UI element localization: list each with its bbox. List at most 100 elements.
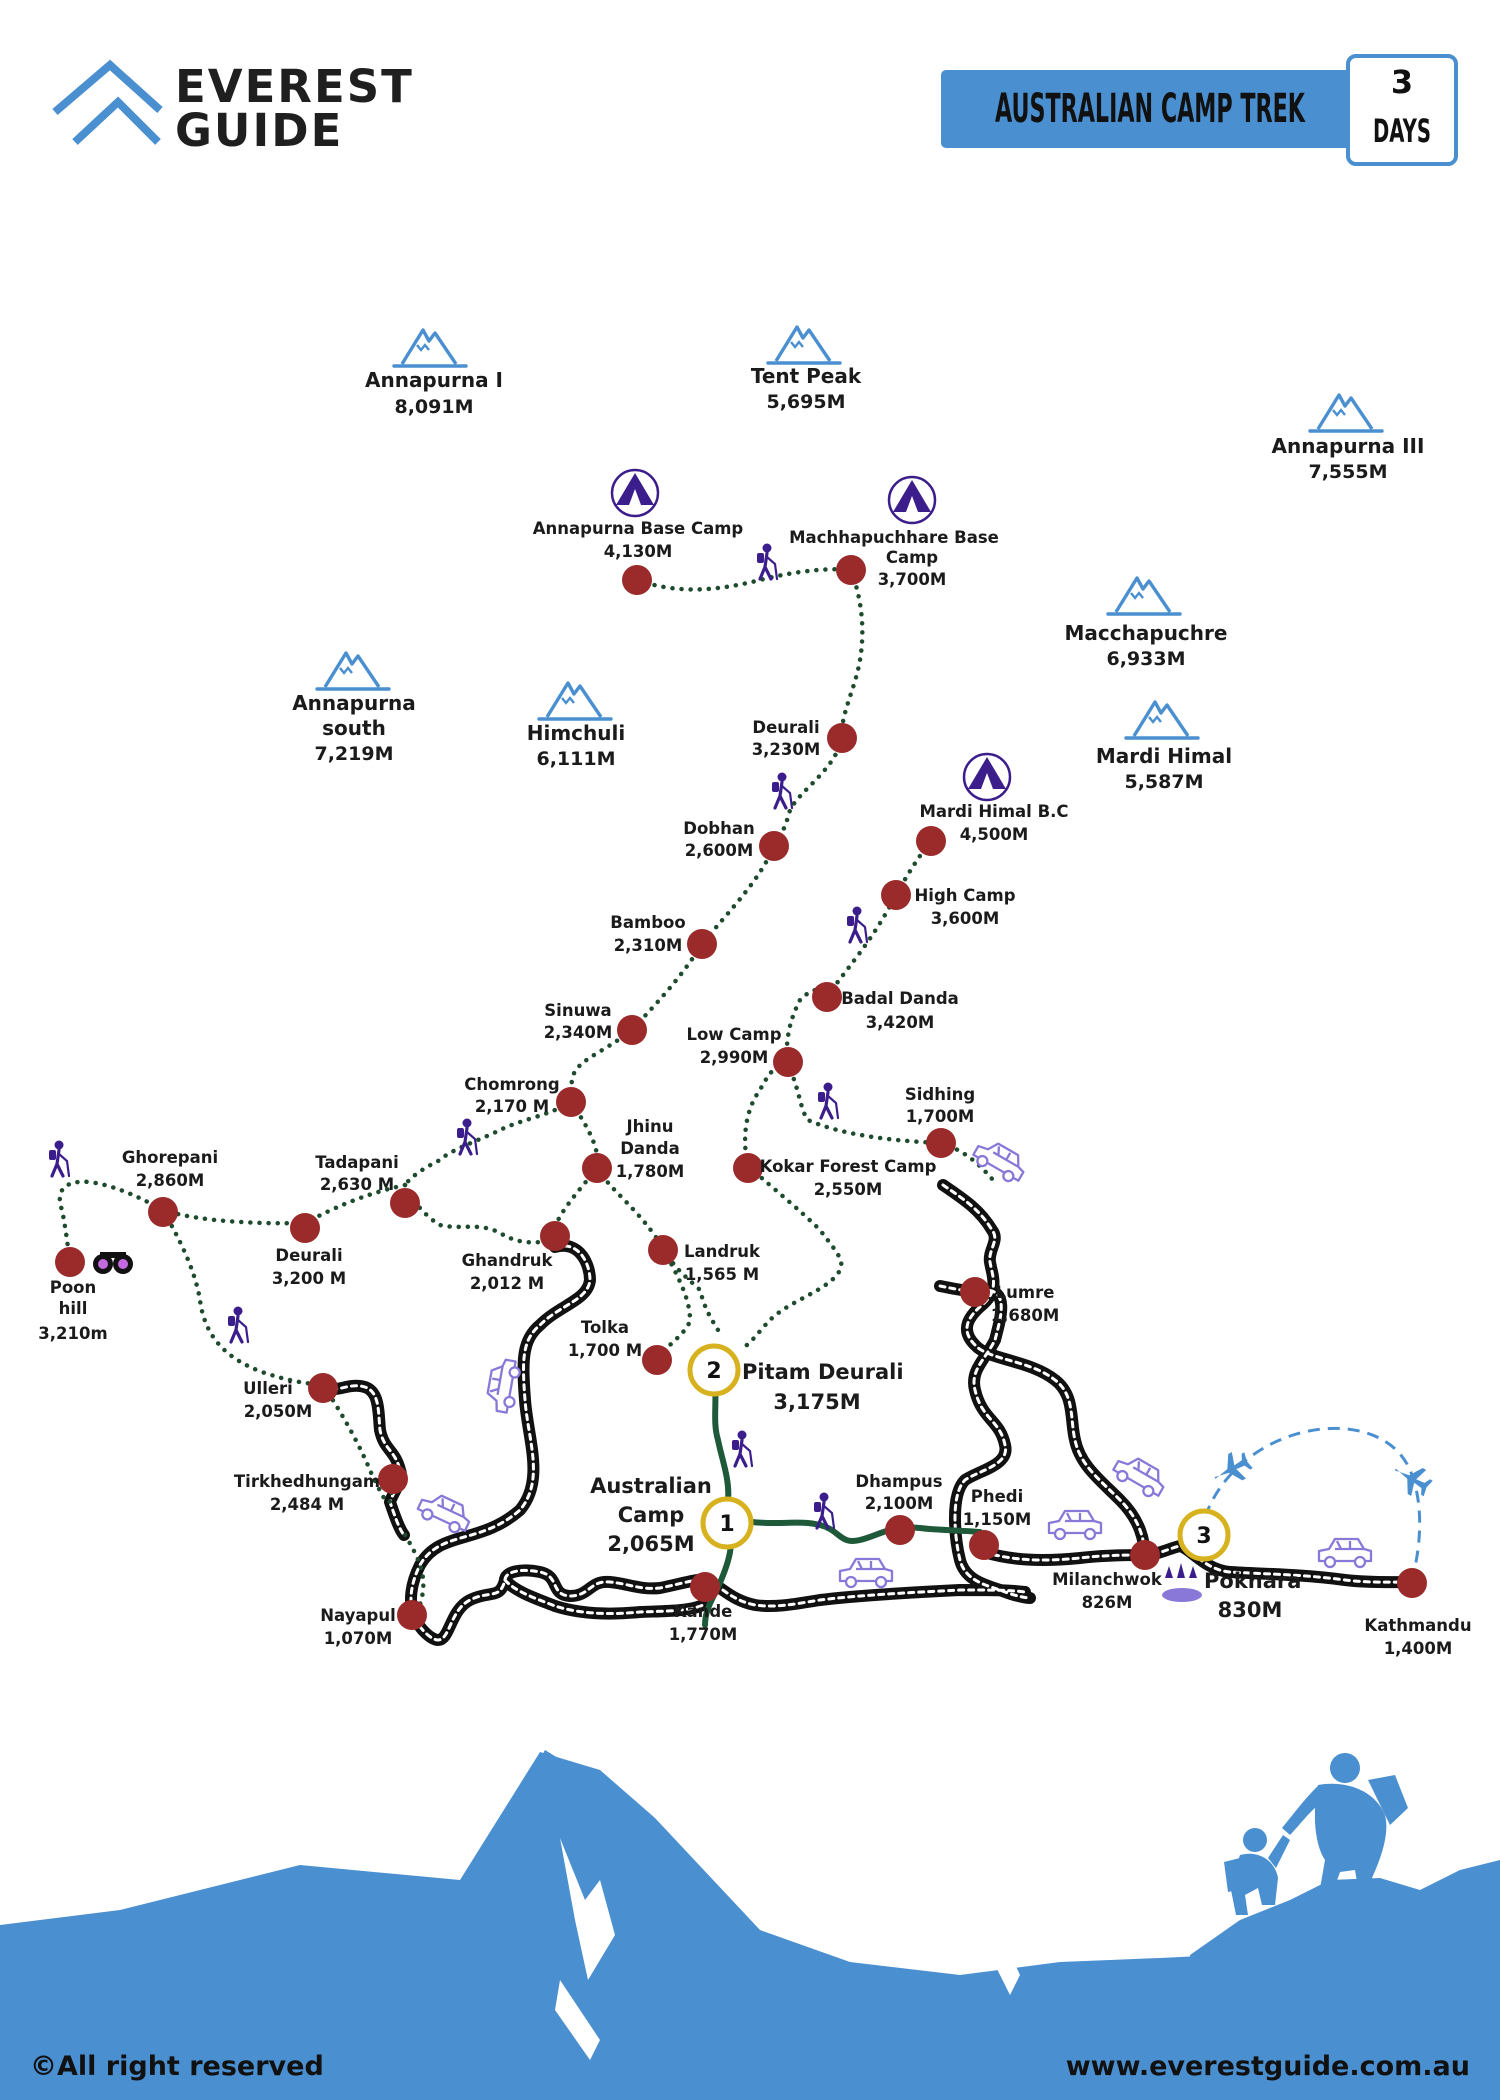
peak-icon	[392, 328, 468, 368]
tent-icon	[887, 475, 937, 525]
label-elevation: 1,565 M	[685, 1265, 759, 1284]
peak-elevation: 7,555M	[1308, 461, 1387, 483]
peak-icon	[1308, 393, 1384, 433]
label-elevation: 2,170 M	[475, 1097, 549, 1116]
node-mbc[interactable]	[836, 555, 866, 585]
label-elevation: 2,990M	[700, 1048, 769, 1067]
peak-name: Macchapuchre	[1065, 621, 1228, 645]
tent-icon	[610, 468, 660, 518]
website-link[interactable]: www.everestguide.com.au	[1066, 2051, 1470, 2082]
label-name: Ulleri	[243, 1379, 293, 1398]
plane-icon	[1207, 1446, 1256, 1492]
peak-tent-peak: Tent Peak 5,695M	[751, 325, 862, 413]
peak-elevation: 7,219M	[314, 743, 393, 765]
label-name: Landruk	[684, 1242, 761, 1261]
node-ghandruk[interactable]	[540, 1221, 570, 1251]
days-number: 3	[1391, 63, 1413, 101]
label-elevation: 2,550M	[814, 1180, 883, 1199]
lake-icon	[1162, 1563, 1202, 1602]
jeep-icon	[1317, 1537, 1373, 1569]
label-name: Ghorepani	[122, 1148, 218, 1167]
peak-name: Annapurna III	[1272, 434, 1425, 458]
hiker-icon	[730, 1428, 754, 1468]
peak-mardi-himal: Mardi Himal 5,587M	[1096, 700, 1232, 793]
label-elevation: 2,100M	[865, 1494, 934, 1513]
stop-3-marker[interactable]: 3	[1177, 1508, 1231, 1562]
jeep-icon	[838, 1557, 894, 1589]
node-lowcamp[interactable]	[773, 1047, 803, 1077]
node-tadapani[interactable]	[390, 1188, 420, 1218]
label-elevation: 1,700 M	[568, 1341, 642, 1360]
jeep-icon	[483, 1356, 523, 1415]
label-name: Tolka	[581, 1318, 629, 1337]
node-chomrong[interactable]	[556, 1087, 586, 1117]
label-name: Sidhing	[905, 1085, 975, 1104]
node-kande[interactable]	[690, 1572, 720, 1602]
node-lumre[interactable]	[960, 1277, 990, 1307]
label-elevation: 1,780M	[616, 1162, 685, 1181]
node-sinuwa[interactable]	[617, 1015, 647, 1045]
label-name: Mardi Himal B.C	[919, 802, 1068, 821]
node-ghorepani[interactable]	[148, 1197, 178, 1227]
label-elevation: 1,700M	[906, 1107, 975, 1126]
label-elevation: 1,070M	[324, 1629, 393, 1648]
stop-1-name: Australian	[590, 1474, 712, 1498]
node-poon[interactable]	[55, 1247, 85, 1277]
hiker-icon	[47, 1138, 71, 1178]
label-name: Dobhan	[683, 819, 754, 838]
peak-annapurna-south: Annapurna south 7,219M	[292, 651, 416, 765]
label-elevation: 2,860M	[136, 1171, 205, 1190]
node-ulleri[interactable]	[308, 1373, 338, 1403]
label-name: Poon	[50, 1278, 97, 1297]
node-dhampus[interactable]	[885, 1515, 915, 1545]
label-name: Tadapani	[315, 1153, 399, 1172]
node-badal[interactable]	[812, 982, 842, 1012]
node-kokar[interactable]	[733, 1153, 763, 1183]
label-elevation: 2,012 M	[470, 1274, 544, 1293]
node-dobhan[interactable]	[759, 831, 789, 861]
node-kathmandu[interactable]	[1397, 1568, 1427, 1598]
label-elevation: 2,484 M	[270, 1495, 344, 1514]
node-tirkhe[interactable]	[378, 1464, 408, 1494]
brand-logo[interactable]: EVEREST GUIDE	[52, 59, 414, 157]
place-labels: Annapurna Base Camp 4,130M Machhapuchhar…	[38, 519, 1471, 1658]
label-name: Machhapuchhare Base	[789, 528, 999, 547]
label-name: Badal Danda	[841, 989, 959, 1008]
node-landruk[interactable]	[648, 1235, 678, 1265]
stop-3-name: Pokhara	[1204, 1569, 1301, 1593]
peak-name: Annapurna I	[365, 368, 503, 392]
node-deurali-n[interactable]	[827, 723, 857, 753]
node-nayapul[interactable]	[397, 1600, 427, 1630]
node-milanchwok[interactable]	[1130, 1540, 1160, 1570]
stop-1-marker[interactable]: 1	[700, 1496, 754, 1550]
stop-number: 1	[719, 1512, 734, 1537]
hiker-icon	[226, 1304, 250, 1344]
stop-1-name-line2: Camp	[618, 1503, 685, 1527]
node-deurali-w[interactable]	[290, 1213, 320, 1243]
jeep-icon	[969, 1134, 1031, 1188]
map-icons	[47, 468, 1373, 1602]
label-name: Phedi	[971, 1487, 1024, 1506]
stop-2-marker[interactable]: 2	[687, 1343, 741, 1397]
node-mardi-bc[interactable]	[916, 826, 946, 856]
hiker-icon	[770, 770, 794, 810]
hiker-icon	[816, 1080, 840, 1120]
label-name: Low Camp	[686, 1025, 781, 1044]
flight-path	[1203, 1426, 1436, 1581]
label-elevation: 2,050M	[244, 1402, 313, 1421]
label-elevation: 1,770M	[669, 1625, 738, 1644]
node-phedi[interactable]	[969, 1530, 999, 1560]
node-abc[interactable]	[622, 565, 652, 595]
node-tolka[interactable]	[642, 1345, 672, 1375]
trek-title: AUSTRALIAN CAMP TREK	[995, 86, 1306, 132]
node-highcamp[interactable]	[881, 880, 911, 910]
stop-2-name: Pitam Deurali	[742, 1360, 904, 1384]
tent-icon	[962, 752, 1012, 802]
node-jhinu[interactable]	[582, 1153, 612, 1183]
node-bamboo[interactable]	[687, 929, 717, 959]
copyright-text: ©All right reserved	[30, 2051, 324, 2082]
node-sidhing[interactable]	[926, 1128, 956, 1158]
jeep-icon	[1047, 1509, 1103, 1541]
label-name: Kathmandu	[1364, 1616, 1471, 1635]
